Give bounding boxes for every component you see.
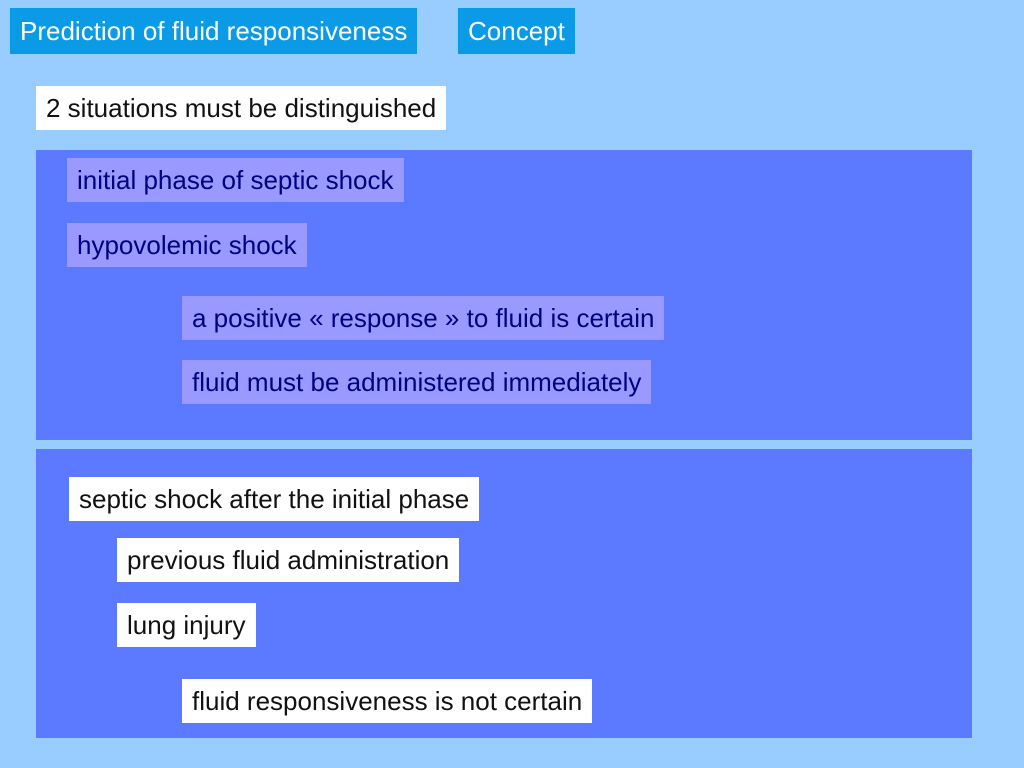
section-banner: Concept bbox=[458, 8, 575, 54]
situation-1-condition-hypovolemic: hypovolemic shock bbox=[67, 223, 307, 267]
situation-2-condition: septic shock after the initial phase bbox=[69, 477, 480, 521]
situation-1-conclusion-fluid: fluid must be administered immediately bbox=[182, 360, 652, 404]
situation-2-factor-previous-fluid: previous fluid administration bbox=[117, 538, 460, 582]
situation-1-condition-septic: initial phase of septic shock bbox=[67, 158, 404, 202]
title-banner: Prediction of fluid responsiveness bbox=[10, 8, 418, 54]
situation-1-conclusion-response: a positive « response » to fluid is cert… bbox=[182, 296, 665, 340]
situation-2-conclusion: fluid responsiveness is not certain bbox=[182, 679, 593, 723]
intro-statement: 2 situations must be distinguished bbox=[36, 86, 447, 130]
situation-2-factor-lung-injury: lung injury bbox=[117, 603, 256, 647]
